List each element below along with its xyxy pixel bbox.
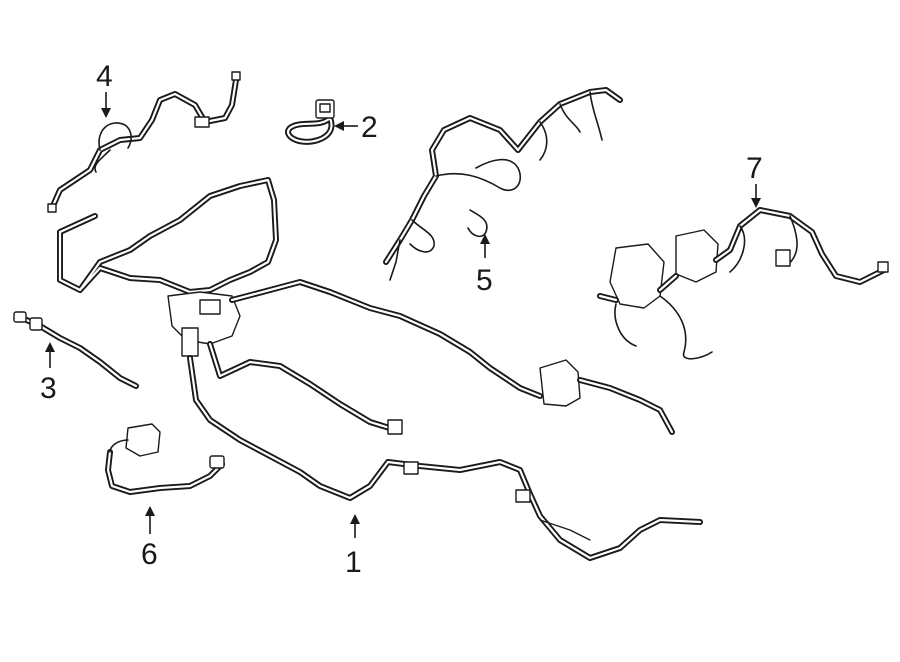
callout-2: 2 bbox=[361, 111, 378, 144]
arrow-5 bbox=[480, 234, 490, 244]
arrow-2 bbox=[334, 121, 344, 131]
callout-6: 6 bbox=[141, 538, 158, 571]
callout-1: 1 bbox=[345, 546, 362, 579]
callout-5: 5 bbox=[476, 264, 493, 297]
callout-labels: 1 2 3 4 5 6 7 bbox=[40, 60, 763, 579]
arrow-4 bbox=[101, 108, 111, 118]
callout-3: 3 bbox=[40, 372, 57, 405]
arrow-3 bbox=[45, 342, 55, 352]
harness-part-7 bbox=[597, 207, 889, 360]
callout-4: 4 bbox=[96, 60, 113, 93]
callout-7: 7 bbox=[746, 152, 763, 185]
arrow-6 bbox=[145, 506, 155, 516]
harness-part-1 bbox=[57, 177, 703, 561]
arrow-1 bbox=[350, 514, 360, 524]
harness-part-4 bbox=[47, 71, 241, 213]
arrow-7 bbox=[751, 198, 761, 208]
sensor-lead-part-3 bbox=[13, 311, 139, 389]
callout-leaders bbox=[45, 92, 761, 538]
harness-part-6 bbox=[105, 423, 225, 495]
pigtail-part-2 bbox=[285, 99, 335, 145]
harness-part-5 bbox=[383, 87, 623, 281]
